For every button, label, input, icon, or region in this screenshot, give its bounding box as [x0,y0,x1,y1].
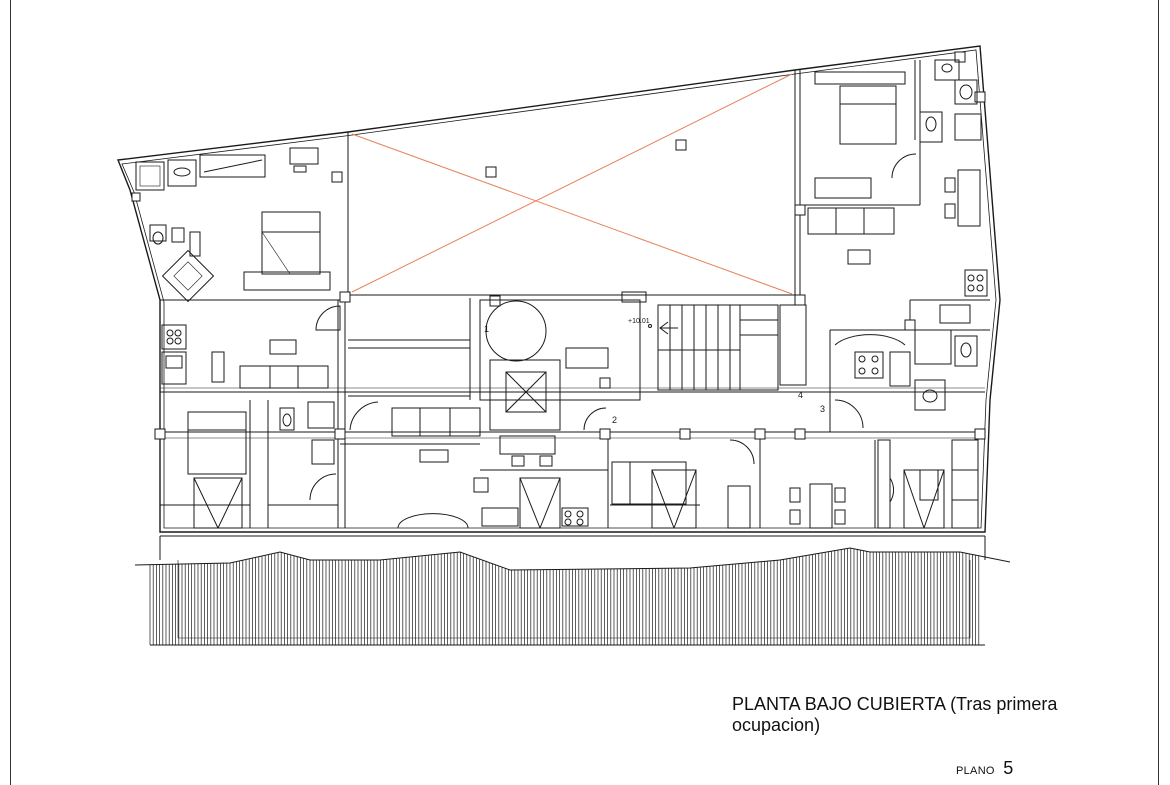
apartment-lower-right [789,439,979,529]
sheet-border-right [1158,0,1159,785]
apartment-lower-center [397,439,755,529]
callout-2: 2 [612,415,617,425]
structural-columns [131,51,986,440]
apartment-right [807,59,988,411]
drawing-title: PLANTA BAJO CUBIERTA (Tras primera ocupa… [732,694,1058,735]
callout-4: 4 [798,390,803,400]
sheet-border-left [10,0,11,785]
interior-walls [159,60,990,528]
sheet-number-block: PLANO 5 [956,758,1013,779]
apartment-lower-left [187,401,481,529]
core: 1 2 [479,291,647,467]
roof-tile-hatch [149,548,980,645]
callout-3: 3 [820,404,825,414]
sheet-number: 5 [1003,758,1014,778]
level-mark: +10.01 [628,318,650,325]
title-block: PLANTA BAJO CUBIERTA (Tras primera ocupa… [732,694,1152,736]
building-outline [117,45,1001,533]
callout-1: 1 [484,324,489,334]
stair: +10.01 4 3 [628,304,864,429]
light-well-void [347,70,796,296]
roof-eave [134,535,1011,646]
sheet-label: PLANO [956,765,995,777]
apartment-left [135,147,341,389]
